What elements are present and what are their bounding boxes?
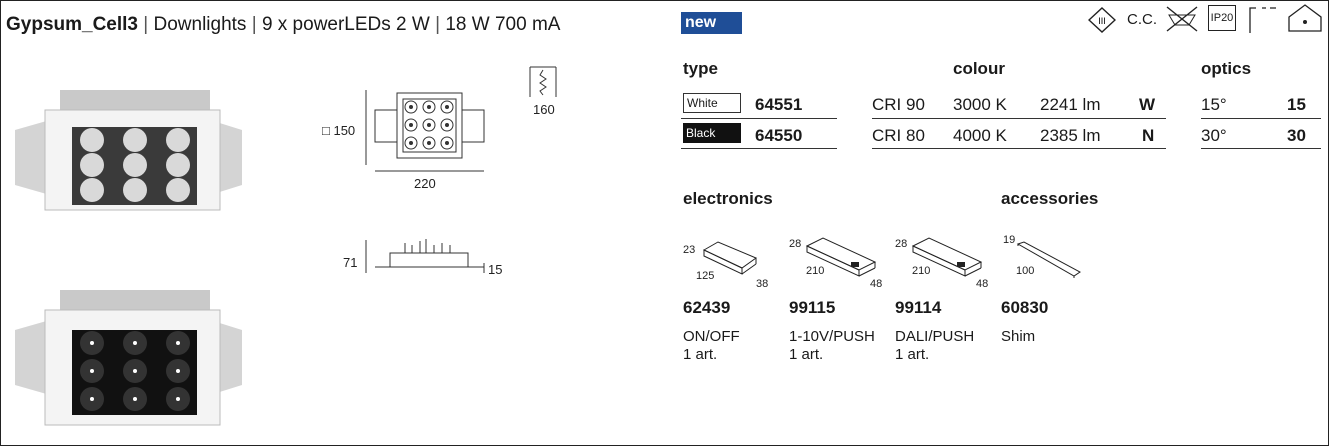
product-photo-black (15, 290, 242, 426)
optics-angle: 30° (1201, 126, 1227, 145)
electronics-code: 99114 (895, 298, 942, 317)
new-badge: new (681, 12, 742, 34)
title-divider: | (251, 14, 257, 35)
electronics-header: electronics (683, 189, 773, 208)
shim-drawing (1016, 241, 1081, 278)
electronics-code: 99115 (789, 298, 836, 317)
driver-drawing (702, 241, 758, 275)
driver-dim: 28 (789, 238, 802, 250)
product-power: 18 W 700 mA (445, 14, 561, 35)
colour-lumen: 2385 lm (1040, 126, 1101, 145)
electronics-qty: 1 art. (789, 346, 824, 363)
optics-divider (1201, 148, 1321, 149)
type-header: type (683, 59, 718, 78)
colour-letter: N (1142, 126, 1155, 145)
accessory-name: Shim (1001, 328, 1036, 345)
colour-divider (872, 118, 1166, 119)
optics-header: optics (1201, 59, 1252, 78)
cutout-hole-icon (529, 66, 557, 97)
dim-cut-height: 160 (533, 102, 555, 117)
driver-dim: 125 (696, 270, 715, 282)
product-name: Gypsum_Cell3 (6, 14, 138, 35)
driver-dim: 48 (870, 278, 883, 290)
driver-dim: 38 (756, 278, 769, 290)
page-title: Gypsum_Cell3 | Downlights | 9 x powerLED… (6, 14, 560, 36)
ceiling-mount-icon (1249, 7, 1276, 33)
driver-drawing (911, 237, 983, 277)
optics-angle: 15° (1201, 95, 1227, 114)
product-category: Downlights (153, 14, 247, 35)
title-divider: | (435, 14, 441, 35)
colour-letter: W (1139, 95, 1156, 114)
optics-code: 15 (1287, 95, 1306, 114)
type-code-black: 64550 (755, 126, 803, 145)
colour-lumen: 2241 lm (1040, 95, 1101, 114)
shim-dim: 19 (1003, 234, 1016, 246)
dim-top-side: □ 150 (322, 123, 356, 138)
electronics-name: 1-10V/PUSH (789, 328, 875, 345)
driver-dim: 48 (976, 278, 989, 290)
electronics-name: ON/OFF (683, 328, 740, 345)
dim-side-recess: 15 (488, 262, 503, 277)
driver-dim: 23 (683, 244, 696, 256)
product-leds: 9 x powerLEDs 2 W (261, 14, 430, 35)
driver-dim: 28 (895, 238, 908, 250)
colour-temp: 3000 K (953, 95, 1007, 114)
dim-top-width: 220 (414, 176, 436, 191)
colour-temp: 4000 K (953, 126, 1007, 145)
accessories-header: accessories (1001, 189, 1099, 208)
drawing-top-view (365, 90, 485, 172)
finish-swatch-black: Black (683, 123, 741, 143)
electronics-qty: 1 art. (895, 346, 930, 363)
driver-drawing (805, 237, 877, 277)
product-photo-white (15, 90, 242, 211)
colour-cri: CRI 90 (872, 95, 925, 114)
electronics-name: DALI/PUSH (895, 328, 975, 345)
class-iii-icon: III (1088, 7, 1116, 33)
drawing-side-view (365, 239, 485, 273)
electronics-qty: 1 art. (683, 346, 718, 363)
colour-header: colour (953, 59, 1005, 78)
accessory-code: 60830 (1001, 298, 1049, 317)
type-divider (681, 118, 837, 119)
driver-dim: 210 (806, 265, 825, 277)
class-iii-label: III (1098, 16, 1106, 26)
driver-dim: 210 (912, 265, 931, 277)
no-cover-icon (1166, 6, 1198, 32)
type-divider (681, 148, 837, 149)
shim-dim: 100 (1016, 265, 1035, 277)
indoor-use-icon (1288, 4, 1322, 32)
title-divider: | (143, 14, 149, 35)
optics-divider (1201, 118, 1321, 119)
ip20-badge: IP20 (1208, 5, 1236, 31)
type-code-white: 64551 (755, 95, 803, 114)
dim-side-height: 71 (343, 255, 358, 270)
colour-divider (872, 148, 1166, 149)
cc-label: C.C. (1127, 11, 1157, 28)
electronics-code: 62439 (683, 298, 731, 317)
optics-code: 30 (1287, 126, 1306, 145)
finish-swatch-white: White (683, 93, 741, 113)
colour-cri: CRI 80 (872, 126, 925, 145)
